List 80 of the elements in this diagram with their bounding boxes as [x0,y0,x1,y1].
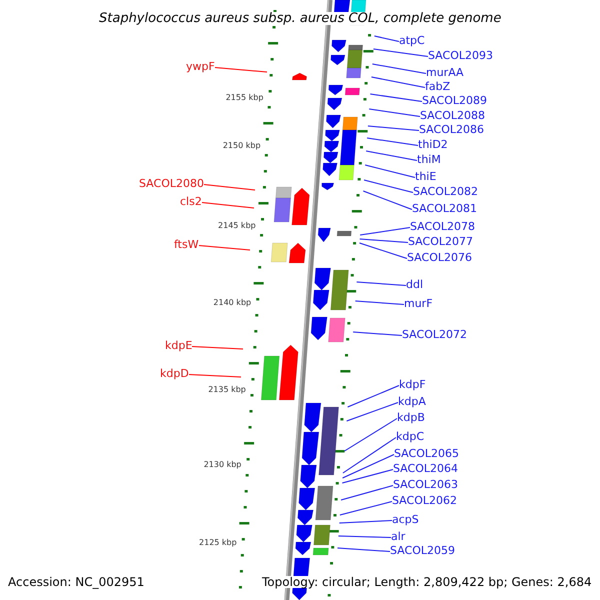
scale-label: 2150 kbp [222,142,261,150]
gene-label: kdpD [160,368,189,378]
gene-label: SACOL2080 [139,178,204,188]
leader-line [342,454,394,478]
leader-line [368,108,420,117]
leader-line [359,242,408,259]
gene-label: atpC [399,34,425,46]
leader-line [370,94,422,102]
gene-label: cls2 [180,196,202,206]
leader-line [338,520,392,524]
leader-line [202,202,254,208]
leader-line [342,469,394,484]
leader-line [346,402,398,422]
leader-line [338,536,392,538]
gene-label: kdpF [399,378,426,390]
leader-line [372,64,426,74]
leader-line [352,332,402,336]
gene-label: SACOL2062 [392,494,457,506]
gene-label: murF [404,298,433,308]
leader-line [370,76,426,88]
gene-label: kdpB [397,412,425,422]
genome-info-label: Topology: circular; Length: 2,809,422 bp; Genes: 2,684 [262,576,592,588]
gene-label: SACOL2077 [408,236,473,246]
leader-line [366,150,418,161]
gene-label: kdpE [165,340,192,350]
scale-label: 2125 kbp [199,539,237,547]
gene-label: SACOL2065 [394,448,459,458]
leader-line [339,501,392,516]
gene-label: ddl [406,278,424,290]
scale-label: 2130 kbp [204,461,242,469]
gene-label: SACOL2089 [422,94,487,106]
leader-line [344,418,398,452]
leader-line [188,374,242,378]
leader-line [204,184,256,190]
leader-line [364,180,414,193]
leader-line [192,346,244,350]
accession-label: Accession: NC_002951 [8,576,144,588]
leader-line [342,437,396,474]
gene-label: SACOL2078 [410,220,475,232]
gene-label: SACOL2059 [390,544,455,556]
gene-label: SACOL2063 [393,478,458,490]
gene-label: kdpA [398,396,426,406]
gene-label: alr [391,530,406,542]
gene-label: ywpF [186,60,215,72]
gene-label: SACOL2064 [393,462,458,474]
gene-label: SACOL2093 [428,50,493,60]
scale-label: 2135 kbp [208,386,246,394]
gene-label: kdpC [396,430,424,442]
gene-label: thiM [417,154,441,164]
leader-line [359,238,408,243]
scale-label: 2140 kbp [213,299,252,307]
scale-label: 2145 kbp [218,222,256,230]
leader-line [372,48,428,57]
leader-line [362,190,412,210]
gene-label: acpS [392,514,419,524]
gene-label: ftsW [174,238,199,250]
gene-label: thiE [415,170,436,182]
leader-line [337,548,390,552]
leader-line [356,282,406,286]
leader-line [374,36,400,42]
leader-line [347,385,400,408]
leader-line [198,245,250,250]
gene-label: SACOL2086 [419,124,484,134]
leader-line [360,227,410,236]
diagram-title: Staphylococcus aureus subsp. aureus COL, complete genome [99,12,502,25]
gene-label: SACOL2088 [420,110,485,120]
gene-label: SACOL2082 [413,186,478,196]
leader-line [366,138,418,146]
leader-line [354,300,404,305]
gene-label: SACOL2072 [402,328,467,340]
scale-label: 2155 kbp [226,94,264,102]
leader-line [214,67,268,72]
leader-line [340,485,394,500]
gene-label: murAA [426,66,464,78]
gene-label: SACOL2081 [412,202,477,214]
gene-label: SACOL2076 [407,252,472,262]
gene-label: thiD2 [418,138,448,150]
leader-line [364,164,416,178]
gene-label: fabZ [425,80,450,92]
leader-line [367,126,420,131]
